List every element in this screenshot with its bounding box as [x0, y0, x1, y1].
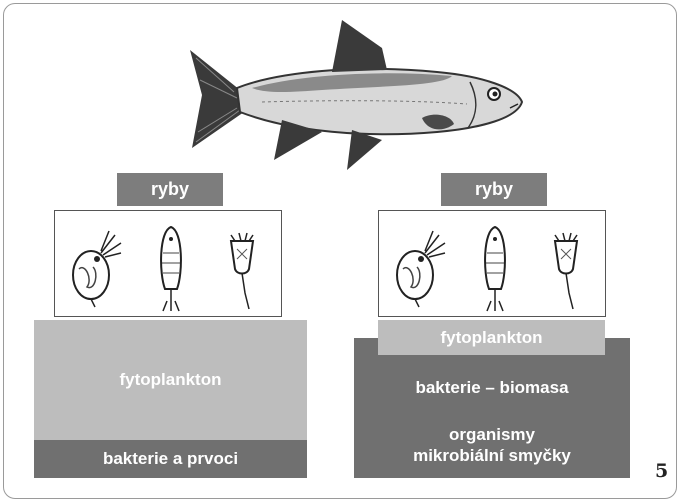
- copepod-icon: [479, 223, 511, 313]
- fish-illustration: [182, 20, 527, 180]
- bacteria-biomass-label: bakterie – biomasa: [354, 378, 630, 398]
- microbial-loop-organisms-label: organismy mikrobiální smyčky: [354, 424, 630, 466]
- left-zooplankton-panel: [54, 210, 282, 317]
- fish-dorsal-fin: [332, 20, 387, 72]
- fish-tail: [190, 50, 244, 148]
- organisms-line-2: mikrobiální smyčky: [413, 446, 571, 465]
- daphnia-icon: [391, 229, 447, 309]
- fish-pelvic-fin: [347, 130, 382, 170]
- right-phytoplankton-block: fytoplankton: [378, 320, 605, 355]
- left-bacteria-protozoa-block: bakterie a prvoci: [34, 440, 307, 478]
- rotifer-icon: [225, 229, 259, 313]
- page-number: 5: [655, 460, 668, 482]
- organisms-line-1: organismy: [449, 425, 535, 444]
- copepod-icon: [155, 223, 187, 313]
- right-fish-label: ryby: [441, 173, 547, 206]
- rotifer-icon: [549, 229, 583, 313]
- right-bacteria-microbial-loop-block: bakterie – biomasa organismy mikrobiální…: [354, 338, 630, 478]
- daphnia-icon: [67, 229, 123, 309]
- left-phytoplankton-block: fytoplankton: [34, 320, 307, 440]
- left-fish-label: ryby: [117, 173, 223, 206]
- right-zooplankton-panel: [378, 210, 606, 317]
